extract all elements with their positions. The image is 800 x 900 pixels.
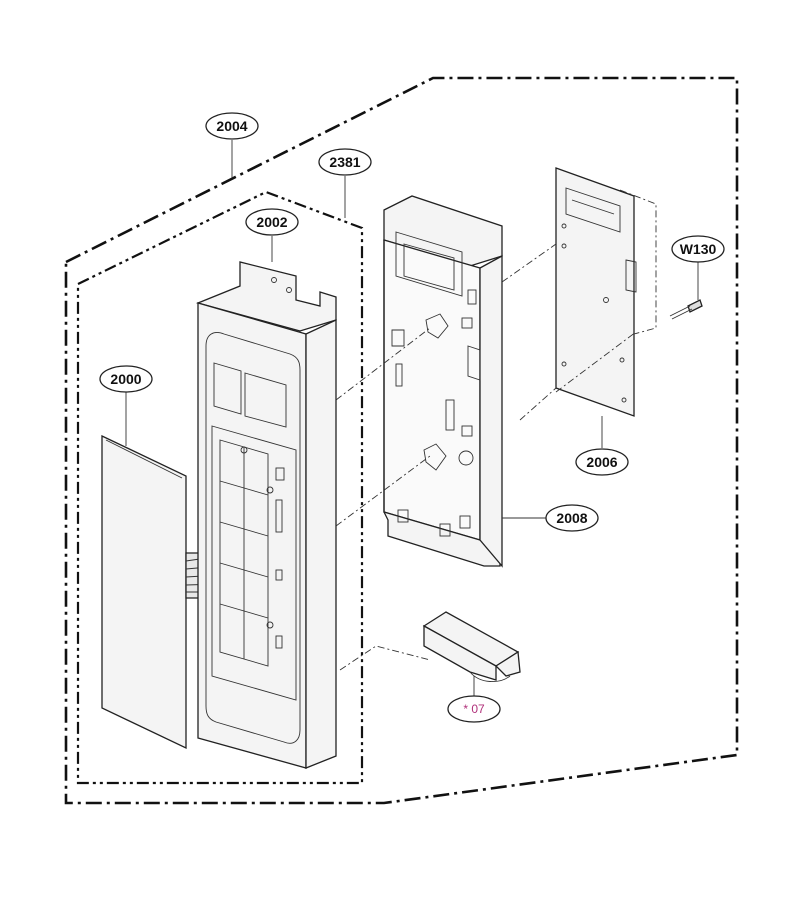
svg-text:2381: 2381: [329, 154, 360, 170]
callout-w130: W130: [671, 235, 725, 263]
callout-07: * 07: [447, 695, 501, 723]
svg-text:2004: 2004: [216, 118, 247, 134]
leader-lines: [335, 189, 657, 671]
callout-2004: 2004: [205, 112, 259, 140]
part-07-bracket: [422, 611, 521, 682]
svg-text:2006: 2006: [586, 454, 617, 470]
callout-leaders: [125, 140, 699, 696]
part-2008-frame: [383, 195, 503, 568]
svg-text:2000: 2000: [110, 371, 141, 387]
callout-2008: 2008: [545, 504, 599, 532]
part-2002-panel: [195, 261, 337, 769]
callout-2002: 2002: [245, 208, 299, 236]
part-w130-screw: [669, 299, 703, 320]
callout-2000: 2000: [99, 365, 153, 393]
svg-text:2008: 2008: [556, 510, 587, 526]
part-2006-pcb: [555, 167, 637, 417]
boundary-2004: [64, 76, 739, 805]
svg-text:2002: 2002: [256, 214, 287, 230]
svg-text:W130: W130: [680, 241, 717, 257]
callout-2006: 2006: [575, 448, 629, 476]
svg-text:* 07: * 07: [463, 702, 485, 716]
callout-2381: 2381: [318, 148, 372, 176]
boundary-2381: [76, 190, 364, 785]
